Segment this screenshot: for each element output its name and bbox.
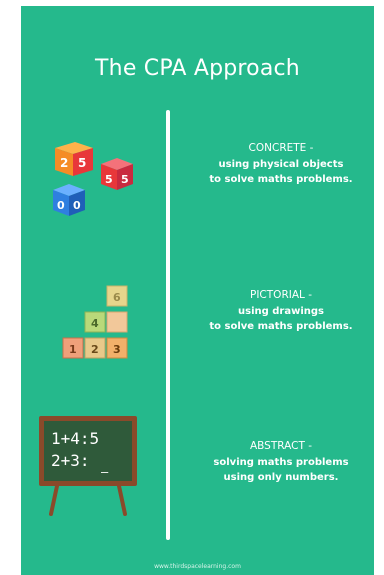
stage-line: to solve maths problems. xyxy=(209,174,353,185)
block-blank xyxy=(106,311,128,333)
stage-line: to solve maths problems. xyxy=(209,321,353,332)
svg-text:4: 4 xyxy=(91,317,99,330)
footer-url[interactable]: www.thirdspacelearning.com xyxy=(154,563,241,570)
block-3: 3 xyxy=(106,337,128,359)
stage-heading: PICTORIAL - xyxy=(250,289,312,301)
stage-line: solving maths problems xyxy=(213,457,349,468)
orange-cube: 2 5 xyxy=(55,142,93,176)
stage-concrete: CONCRETE - using physical objects to sol… xyxy=(183,141,379,187)
chalk-equation-2: 2+3: xyxy=(51,451,90,470)
svg-text:2: 2 xyxy=(91,343,99,356)
svg-text:1: 1 xyxy=(69,343,77,356)
block-1: 1 xyxy=(62,337,84,359)
stage-heading: ABSTRACT - xyxy=(249,440,313,452)
stage-pictorial: PICTORIAL - using drawings to solve math… xyxy=(183,288,379,334)
block-6: 6 xyxy=(106,285,128,307)
blue-cube: 0 0 xyxy=(53,184,85,216)
chalk-mark: — xyxy=(101,465,109,479)
red-cube: 5 5 xyxy=(101,158,133,190)
cube-digit: 5 xyxy=(121,173,129,186)
chalkboard-icon: 1+4:5 2+3: — xyxy=(39,416,137,516)
block-4: 4 xyxy=(84,311,106,333)
cube-digit: 0 xyxy=(57,199,65,212)
stage-abstract: ABSTRACT - solving maths problems using … xyxy=(183,439,379,485)
number-blocks-icon: 6 4 1 2 3 xyxy=(62,285,128,359)
stage-line: using drawings xyxy=(238,306,324,317)
cube-digit: 5 xyxy=(78,156,86,170)
svg-text:3: 3 xyxy=(113,343,121,356)
block-2: 2 xyxy=(84,337,106,359)
vertical-divider xyxy=(166,110,170,540)
poster-title: The CPA Approach xyxy=(95,56,300,81)
cpa-poster: The CPA Approach 2 5 5 5 0 0 xyxy=(21,6,374,575)
dice-cubes-icon: 2 5 5 5 0 0 xyxy=(53,142,133,216)
stage-line: using only numbers. xyxy=(223,472,339,483)
cube-digit: 0 xyxy=(73,199,81,212)
chalk-equation-1: 1+4:5 xyxy=(51,429,99,448)
stage-line: using physical objects xyxy=(218,159,344,170)
cube-digit: 2 xyxy=(60,156,68,170)
cube-digit: 5 xyxy=(105,173,113,186)
stage-heading: CONCRETE - xyxy=(248,142,314,154)
svg-text:6: 6 xyxy=(113,291,121,304)
